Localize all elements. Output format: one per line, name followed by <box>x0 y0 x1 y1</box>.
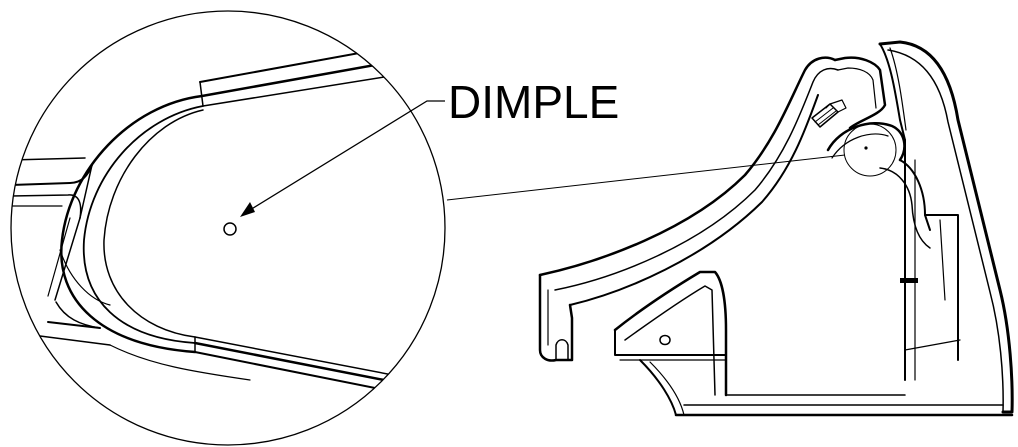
callout-arrowhead <box>240 202 255 217</box>
detail-connector-line <box>447 155 845 200</box>
callout-label: DIMPLE <box>448 76 619 128</box>
part-dimple-callout-circle <box>844 124 896 176</box>
callout-leader-line <box>250 101 445 210</box>
detail-circle <box>11 11 445 445</box>
detail-view <box>10 42 445 402</box>
part-side-view <box>540 42 1012 415</box>
part-dimple-dot <box>864 146 868 150</box>
dimple-marker <box>224 223 236 235</box>
